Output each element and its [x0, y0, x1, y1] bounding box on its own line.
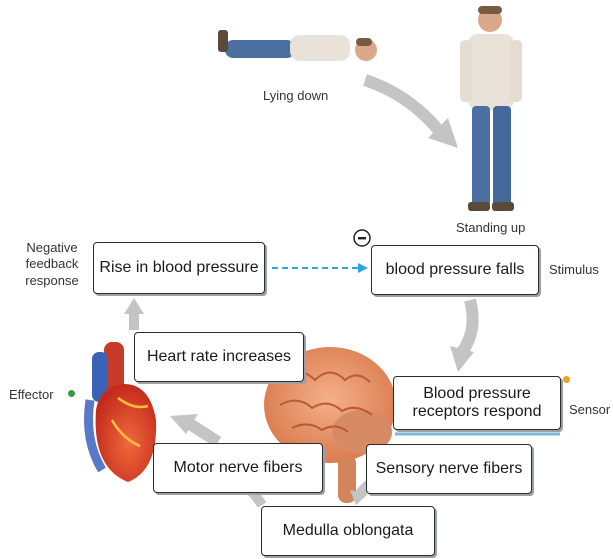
stimulus-label: Stimulus: [549, 262, 599, 278]
lying-down-label: Lying down: [263, 88, 328, 104]
receptors-respond-box: Blood pressure receptors respond: [393, 376, 561, 430]
negative-sign-icon: [354, 230, 370, 246]
arrow-lying-to-standing: [365, 80, 458, 148]
arrow-motor-to-heart: [170, 414, 218, 442]
negative-feedback-label: Negative feedback response: [16, 240, 88, 289]
sensor-dot: [563, 376, 570, 383]
blood-pressure-falls-box: blood pressure falls: [371, 245, 539, 295]
medulla-oblongata-box: Medulla oblongata: [261, 506, 435, 556]
arrow-falls-to-receptors: [450, 300, 474, 372]
dashed-arrow: [272, 263, 368, 273]
sensor-label: Sensor: [569, 402, 610, 418]
lying-person-icon: [218, 30, 377, 61]
standing-up-label: Standing up: [456, 220, 525, 236]
sensory-nerve-fibers-box: Sensory nerve fibers: [366, 444, 532, 494]
arrow-heart-to-rise: [124, 298, 144, 330]
effector-dot: [68, 390, 75, 397]
standing-person-icon: [460, 6, 522, 211]
motor-nerve-fibers-box: Motor nerve fibers: [153, 443, 323, 493]
rise-in-blood-pressure-box: Rise in blood pressure: [93, 242, 265, 294]
effector-label: Effector: [9, 387, 54, 403]
heart-rate-increases-box: Heart rate increases: [134, 332, 304, 382]
